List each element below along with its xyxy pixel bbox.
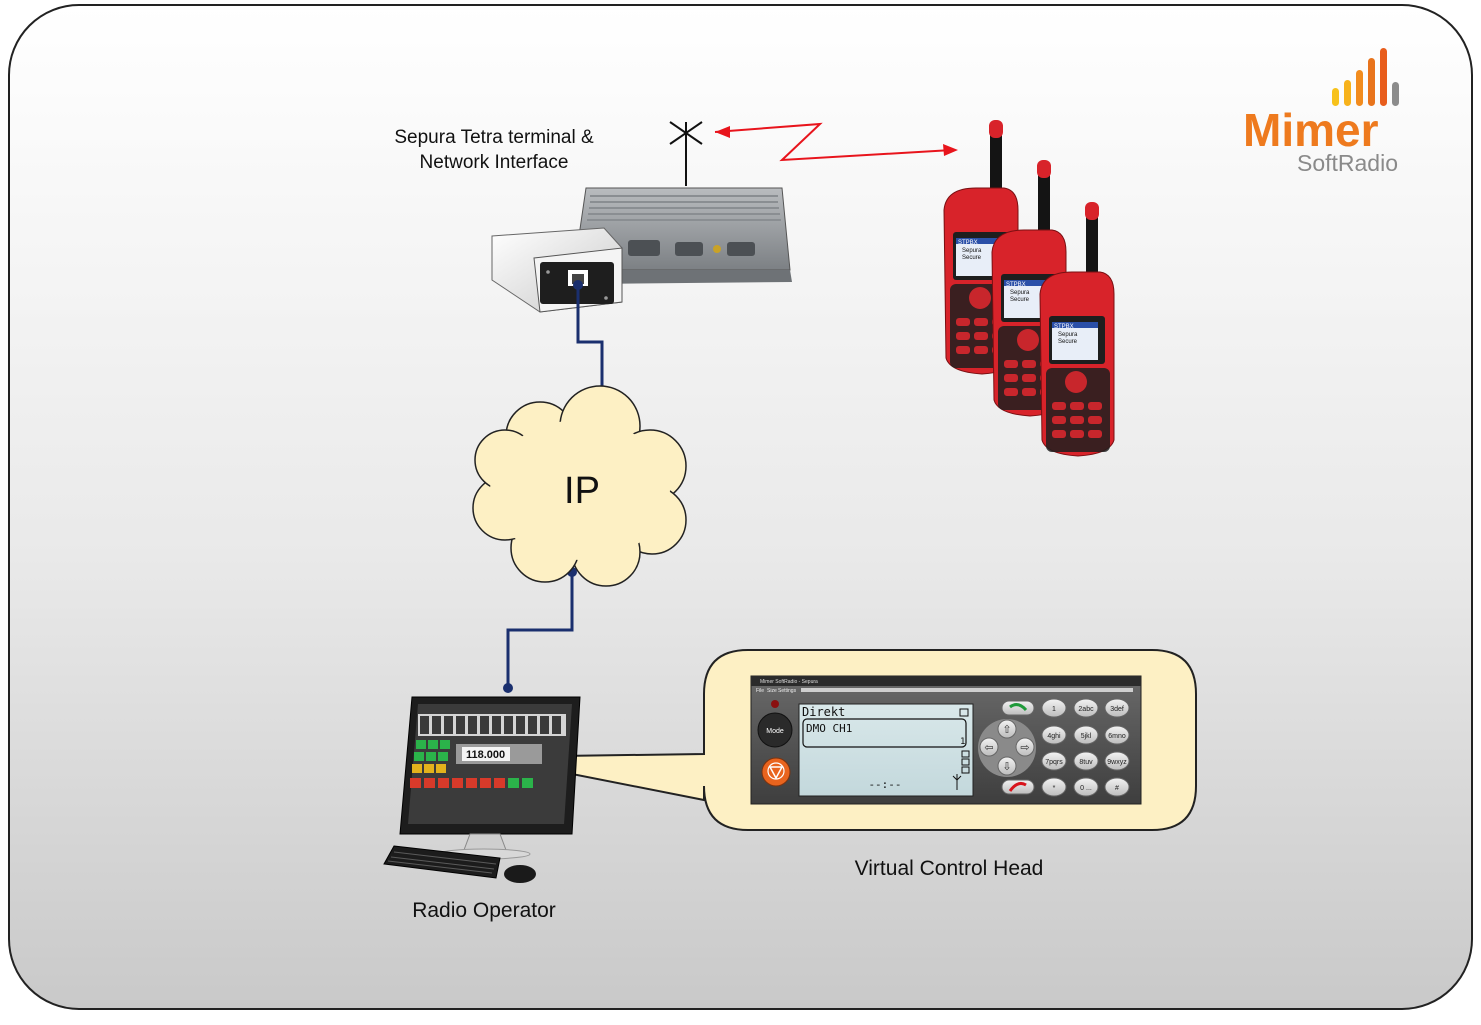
- tetra-radio-3: STPBX Sepura Secure: [1039, 202, 1115, 457]
- mode-button[interactable]: [757, 712, 793, 748]
- lcd-slot-number: 1: [960, 737, 965, 747]
- green-call-key[interactable]: [1001, 700, 1035, 716]
- link-node: [503, 683, 513, 693]
- key-star[interactable]: [1041, 777, 1067, 797]
- control-head-menu-size[interactable]: Size: [767, 688, 777, 694]
- radio-screen-line: Sepura: [1010, 290, 1030, 296]
- nav-up-key[interactable]: [997, 719, 1017, 739]
- radio-screen-line: STPBX: [958, 240, 978, 246]
- control-head-menu-file[interactable]: File: [756, 688, 764, 694]
- red-end-key[interactable]: [1001, 779, 1035, 795]
- key-9-label: 9wxyz: [1107, 759, 1127, 766]
- keypad: 1 2abc 3def 4ghi 5jkl 6mno 7pqrs 8tuv 9w…: [1041, 698, 1130, 797]
- key-2[interactable]: [1073, 698, 1099, 718]
- nav-pad: [978, 719, 1036, 777]
- operator-workstation: 118.000: [383, 696, 581, 883]
- arrow-right-icon: ⇨: [1020, 742, 1029, 754]
- terminal-label-line2: Network Interface: [420, 152, 569, 173]
- operator-label: Radio Operator: [412, 899, 556, 922]
- cloud-label: IP: [564, 470, 600, 512]
- tetra-terminal-box: [573, 187, 792, 284]
- lcd-line-2: DMO CH1: [806, 722, 852, 735]
- control-head-window-title: Mimer SoftRadio - Sepura: [760, 679, 818, 685]
- control-head-menu-settings[interactable]: Settings: [778, 688, 797, 694]
- key-7[interactable]: [1041, 751, 1067, 771]
- mouse-icon: [504, 865, 536, 883]
- key-star-label: *: [1053, 785, 1056, 792]
- key-0[interactable]: [1073, 777, 1099, 797]
- key-hash[interactable]: [1104, 777, 1130, 797]
- virtual-control-head: Mimer SoftRadio - Sepura File Size Setti…: [750, 675, 1142, 805]
- key-9[interactable]: [1104, 751, 1130, 771]
- lcd-line-1: Direkt: [802, 705, 845, 719]
- radio-screen-line: Secure: [962, 255, 982, 261]
- terminal-label-line1: Sepura Tetra terminal &: [394, 127, 594, 148]
- cloud-fill: [490, 420, 670, 560]
- key-0-label: 0 ...: [1080, 785, 1092, 792]
- link-node: [573, 280, 583, 290]
- lock-icon: [959, 708, 969, 717]
- key-4[interactable]: [1041, 725, 1067, 745]
- radio-link-arrow: [714, 122, 958, 162]
- key-hash-label: #: [1115, 785, 1119, 792]
- key-8[interactable]: [1073, 751, 1099, 771]
- logo-product-text: SoftRadio: [1297, 150, 1398, 176]
- key-8-label: 8tuv: [1079, 759, 1093, 766]
- control-head-label: Virtual Control Head: [855, 857, 1044, 880]
- logo-brand-text: Mimer: [1243, 104, 1379, 156]
- nav-right-key[interactable]: [1015, 737, 1035, 757]
- arrow-up-icon: ⇧: [1002, 724, 1011, 736]
- radio-screen-line: Sepura: [962, 248, 982, 254]
- radio-screen-line: STPBX: [1006, 282, 1026, 288]
- lcd-bottom-text: --:--: [868, 778, 901, 791]
- mimer-logo: Mimer SoftRadio: [1243, 48, 1399, 176]
- key-5-label: 5jkl: [1081, 733, 1092, 740]
- key-3-label: 3def: [1110, 706, 1124, 713]
- key-1-label: 1: [1052, 706, 1056, 713]
- emergency-button[interactable]: [761, 757, 791, 787]
- monitor-frequency: 118.000: [466, 749, 505, 761]
- key-7-label: 7pqrs: [1045, 759, 1063, 766]
- radio-screen-line: Secure: [1058, 339, 1078, 345]
- nav-left-key[interactable]: [979, 737, 999, 757]
- key-6[interactable]: [1104, 725, 1130, 745]
- antenna-icon: [669, 121, 703, 186]
- key-1[interactable]: [1041, 698, 1067, 718]
- key-2-label: 2abc: [1078, 706, 1094, 713]
- nav-down-key[interactable]: [997, 756, 1017, 776]
- key-4-label: 4ghi: [1047, 733, 1061, 740]
- radio-screen-line: STPBX: [1054, 324, 1074, 330]
- arrow-left-icon: ⇦: [984, 742, 993, 754]
- key-3[interactable]: [1104, 698, 1130, 718]
- arrow-down-icon: ⇩: [1002, 761, 1011, 773]
- mode-button-label: Mode: [766, 728, 784, 735]
- ip-link-lines: [506, 285, 604, 688]
- key-5[interactable]: [1073, 725, 1099, 745]
- key-6-label: 6mno: [1108, 733, 1126, 740]
- radio-screen-line: Secure: [1010, 297, 1030, 303]
- radio-screen-line: Sepura: [1058, 332, 1078, 338]
